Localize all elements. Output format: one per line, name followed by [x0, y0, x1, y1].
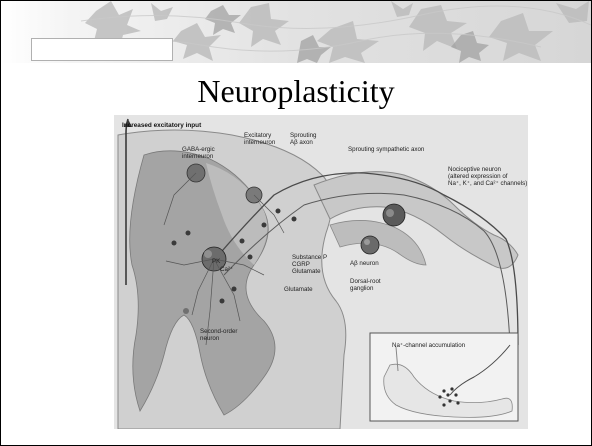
label-na-channel: Na⁺-channel accumulation — [392, 342, 466, 349]
label-cgrp: CGRP — [292, 261, 310, 268]
label-sprouting-sympathetic: Sprouting sympathetic axon — [348, 146, 425, 153]
label-increased-input: Increased excitatory input — [122, 122, 202, 129]
label-drg-1: Dorsal-root — [350, 278, 381, 285]
label-excitatory: Excitatory — [244, 132, 272, 139]
label-pk: PK — [212, 258, 221, 265]
decorative-banner — [1, 1, 591, 63]
label-nociceptive-3: Na⁺, K⁺, and Ca²⁺ channels) — [448, 180, 527, 187]
label-sprouting-abeta: Sprouting — [290, 132, 317, 139]
label-drg-2: ganglion — [350, 285, 374, 292]
slide-title: Neuroplasticity — [1, 73, 591, 110]
label-excitatory-2: interneuron — [244, 139, 276, 146]
label-gabaergic-2: interneuron — [182, 153, 214, 160]
label-substance-p: Substance P — [292, 254, 327, 261]
label-nociceptive-2: (altered expression of — [448, 173, 508, 180]
label-glutamate-1: Glutamate — [292, 268, 321, 275]
label-second-order-2: neuron — [200, 335, 220, 342]
label-glutamate-2: Glutamate — [284, 286, 313, 293]
neuroplasticity-figure: Increased excitatory input GABA-ergic in… — [114, 115, 528, 429]
label-ca: Ca²⁺ — [220, 266, 233, 273]
neuroplasticity-illustration: Increased excitatory input GABA-ergic in… — [114, 115, 528, 429]
label-gabaergic: GABA-ergic — [182, 146, 215, 153]
label-nociceptive-1: Nociceptive neuron — [448, 166, 502, 173]
label-sprouting-abeta-2: Aβ axon — [290, 139, 313, 146]
banner-white-box — [31, 38, 173, 61]
label-second-order-1: Second-order — [200, 328, 238, 335]
label-abeta-neuron: Aβ neuron — [350, 260, 379, 267]
